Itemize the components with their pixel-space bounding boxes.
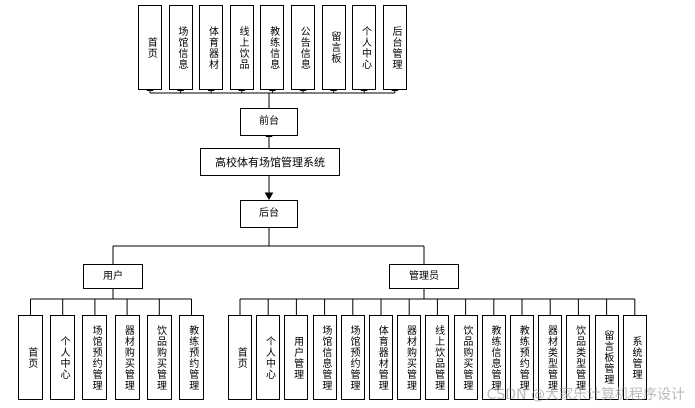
frontend-module-0: 首页: [138, 5, 162, 90]
admin-module-2: 用户管理: [284, 315, 309, 400]
admin-module-14: 系统管理: [622, 315, 647, 400]
admin-module-0: 首页: [228, 315, 252, 400]
backend-node: 后台: [240, 200, 298, 228]
frontend-node: 前台: [240, 108, 298, 136]
user-module-1: 个人中心: [50, 315, 76, 400]
frontend-module-7: 个人中心: [352, 5, 377, 90]
arrow-head: [264, 192, 274, 200]
admin-module-1: 个人中心: [256, 315, 281, 400]
admin-module-7: 线上饮品管理: [425, 315, 450, 400]
user-module-3: 器材购买管理: [114, 315, 140, 400]
frontend-module-2: 体育器材: [199, 5, 224, 90]
admin-module-3: 场馆信息管理: [312, 315, 337, 400]
user-module-2: 场馆预约管理: [82, 315, 108, 400]
admin-module-4: 场馆预约管理: [340, 315, 365, 400]
user-role-node: 用户: [83, 264, 143, 289]
admin-module-13: 留言板管理: [594, 315, 619, 400]
frontend-module-6: 留言板: [321, 5, 346, 90]
user-module-5: 教练预约管理: [179, 315, 204, 400]
root-node: 高校体有场馆管理系统: [200, 148, 340, 176]
admin-module-8: 饮品购买管理: [453, 315, 478, 400]
frontend-module-8: 后台管理: [382, 5, 407, 90]
admin-module-12: 饮品类型管理: [566, 315, 591, 400]
user-module-4: 饮品购买管理: [146, 315, 172, 400]
frontend-module-3: 线上饮品: [229, 5, 254, 90]
watermark: CSDN @大家乐计算机程序设计: [486, 387, 685, 403]
admin-module-6: 器材购买管理: [397, 315, 422, 400]
admin-module-9: 教练信息管理: [481, 315, 506, 400]
frontend-module-1: 场馆信息: [168, 5, 193, 90]
admin-role-node: 管理员: [389, 264, 459, 289]
admin-module-5: 体育器材管理: [369, 315, 393, 400]
user-module-0: 首页: [18, 315, 43, 400]
frontend-module-4: 教练信息: [260, 5, 285, 90]
frontend-module-5: 公告信息: [291, 5, 315, 90]
admin-module-10: 教练预约管理: [510, 315, 534, 400]
admin-module-11: 器材类型管理: [538, 315, 563, 400]
